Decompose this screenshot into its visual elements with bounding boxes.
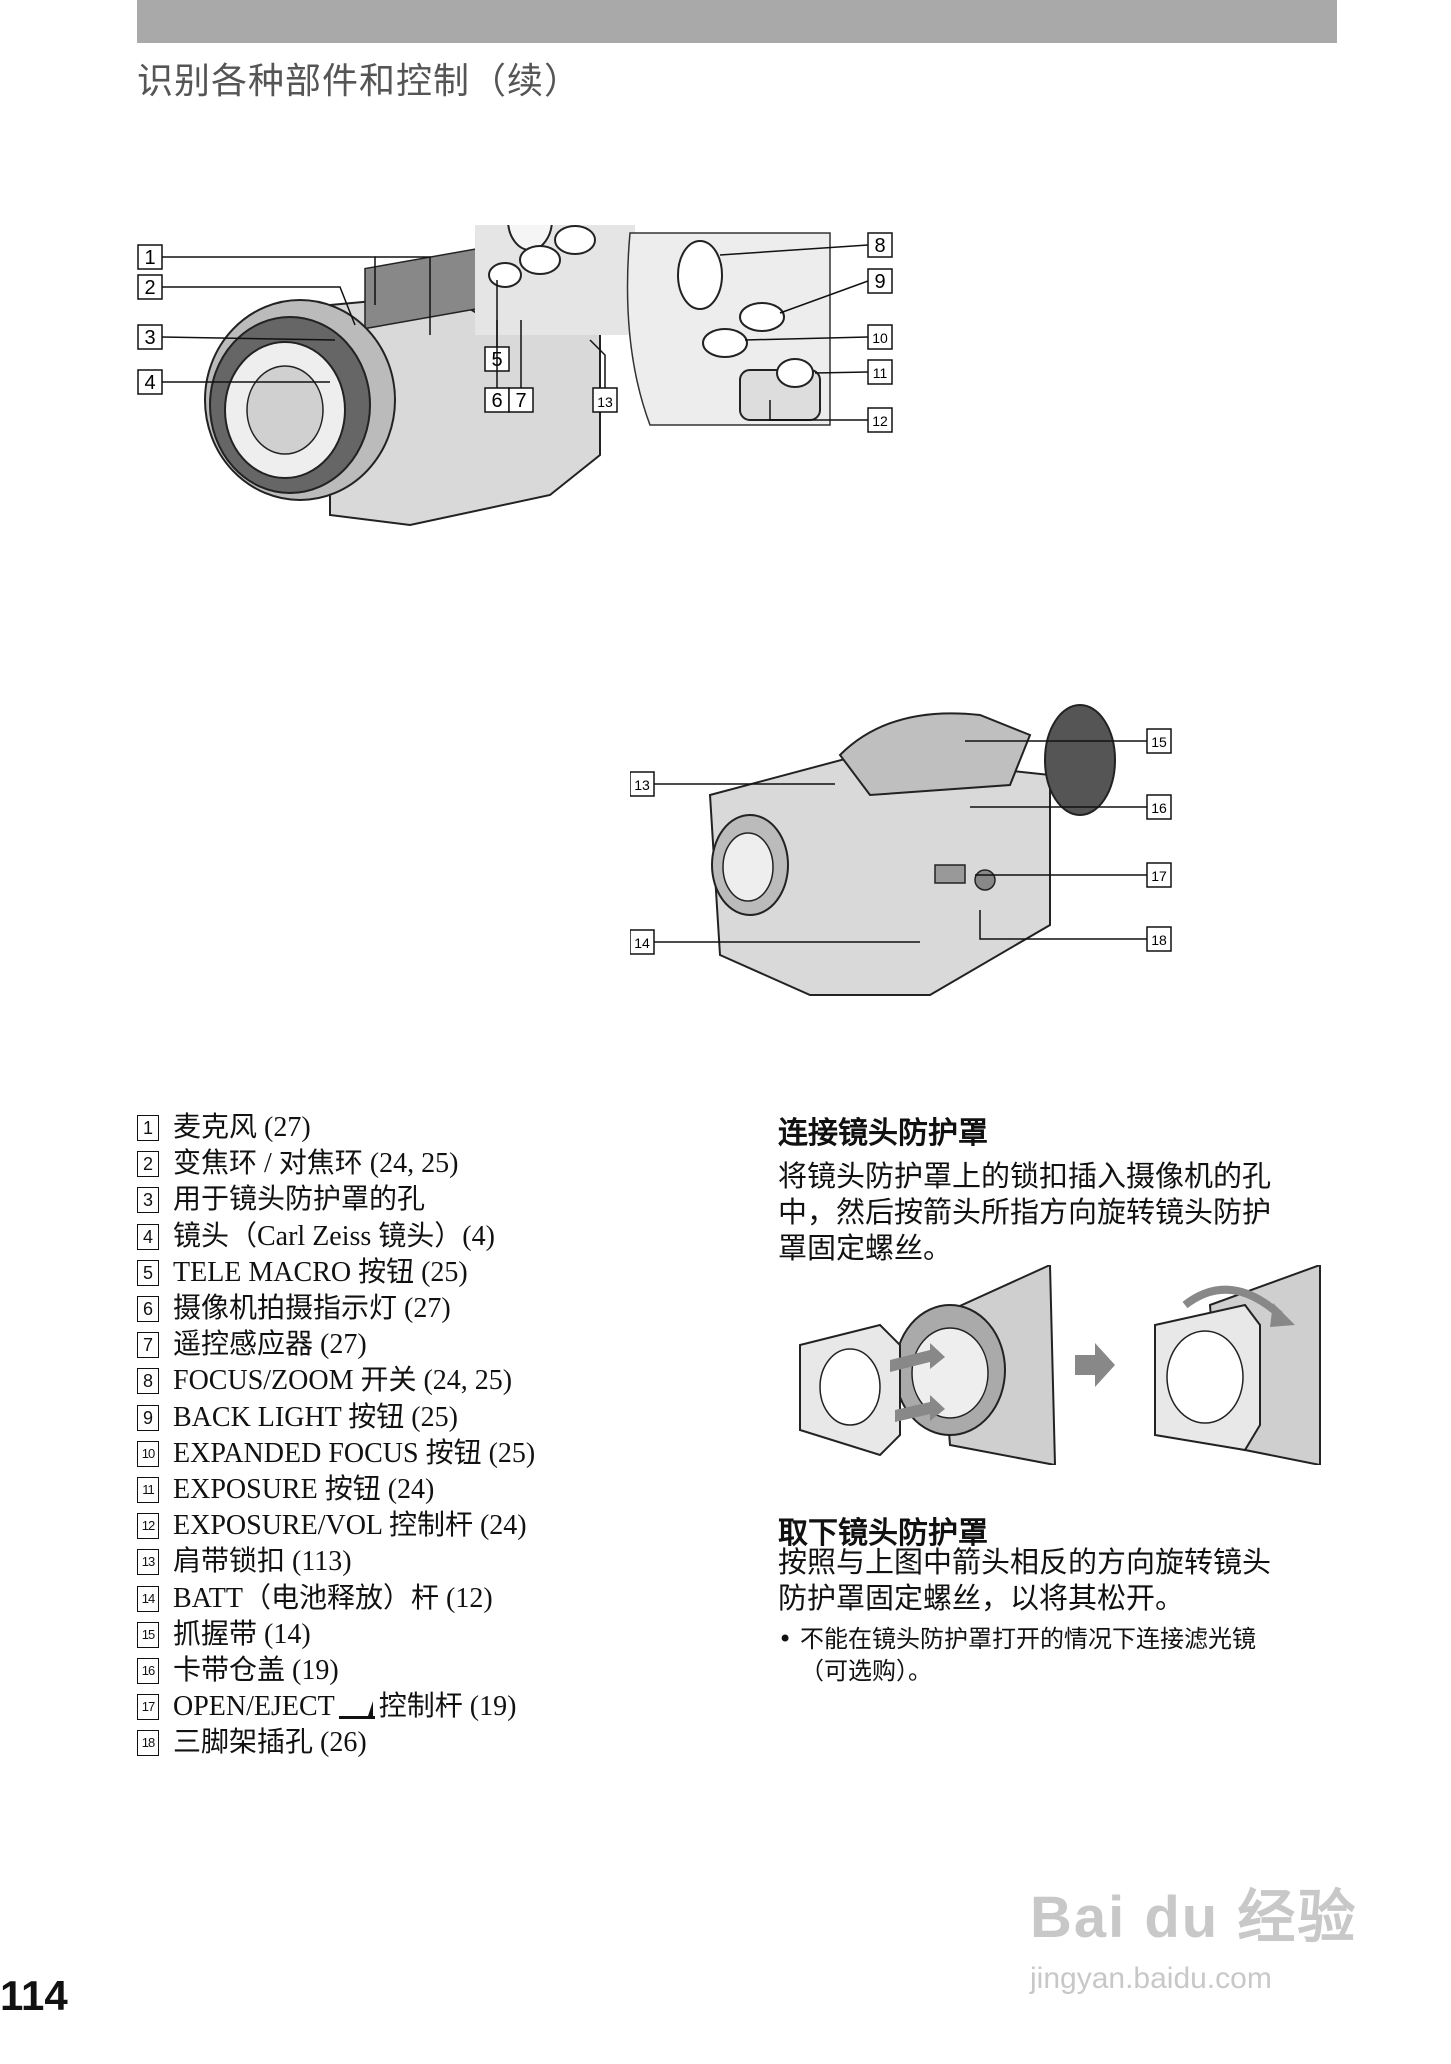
item-label: BATT（电池释放）杆 (12): [173, 1582, 493, 1614]
text-line: 中，然后按箭头所指方向旋转镜头防护: [778, 1195, 1272, 1229]
item-label: 抓握带 (14): [173, 1618, 311, 1650]
item-label: 三脚架插孔 (26): [173, 1727, 367, 1759]
item-label: OPEN/EJECT: [173, 1691, 335, 1723]
legend-item: 18 三脚架插孔 (26): [137, 1725, 737, 1761]
legend-item: 15 抓握带 (14): [137, 1617, 737, 1653]
item-label: EXPOSURE/VOL 控制杆 (24): [173, 1510, 527, 1542]
item-number: 9: [137, 1404, 159, 1431]
item-number: 5: [137, 1259, 159, 1286]
item-label: FOCUS/ZOOM 开关 (24, 25): [173, 1365, 513, 1397]
item-number: 8: [137, 1368, 159, 1395]
svg-text:13: 13: [634, 777, 650, 793]
item-number: 15: [137, 1621, 159, 1648]
legend-item: 17 OPEN/EJECT 控制杆 (19): [137, 1689, 737, 1725]
item-label: 摄像机拍摄指示灯 (27): [173, 1293, 451, 1325]
legend-item: 12 EXPOSURE/VOL 控制杆 (24): [137, 1508, 737, 1544]
legend-item: 11 EXPOSURE 按钮 (24): [137, 1472, 737, 1508]
text-line: 不能在镜头防护罩打开的情况下连接滤光镜: [800, 1625, 1256, 1653]
item-number: 17: [137, 1694, 159, 1721]
legend-item: 5 TELE MACRO 按钮 (25): [137, 1255, 737, 1291]
legend-item: 1 麦克风 (27): [137, 1110, 737, 1146]
item-label: 遥控感应器 (27): [173, 1329, 367, 1361]
item-label: 麦克风 (27): [173, 1112, 311, 1144]
item-number: 4: [137, 1223, 159, 1250]
legend-item: 10 EXPANDED FOCUS 按钮 (25): [137, 1436, 737, 1472]
legend-item: 2 变焦环 / 对焦环 (24, 25): [137, 1146, 737, 1182]
baidu-watermark: Bai du 经验 jingyan.baidu.com: [1030, 1870, 1357, 1996]
item-label: TELE MACRO 按钮 (25): [173, 1256, 468, 1288]
item-number: 7: [137, 1332, 159, 1359]
item-number: 12: [137, 1513, 159, 1540]
bullet-marker: •: [778, 1625, 793, 1653]
svg-text:4: 4: [144, 372, 155, 394]
camcorder-rear-illustration: [708, 704, 1116, 996]
item-label-suffix: 控制杆 (19): [378, 1691, 517, 1723]
svg-text:7: 7: [515, 390, 526, 412]
remove-heading: 取下镜头防护罩: [778, 1516, 988, 1551]
item-number: 2: [137, 1151, 159, 1178]
item-label: 用于镜头防护罩的孔: [173, 1184, 426, 1216]
legend-item: 3 用于镜头防护罩的孔: [137, 1182, 737, 1218]
svg-text:2: 2: [144, 277, 155, 299]
parts-legend: 1 麦克风 (27) 2 变焦环 / 对焦环 (24, 25) 3 用于镜头防护罩的孔…: [137, 1110, 737, 1761]
item-label: 卡带仓盖 (19): [173, 1654, 339, 1686]
attach-heading: 连接镜头防护罩: [778, 1116, 988, 1151]
item-number: 16: [137, 1657, 159, 1684]
svg-text:18: 18: [1151, 932, 1167, 948]
item-label: BACK LIGHT 按钮 (25): [173, 1401, 458, 1433]
legend-item: 13 肩带锁扣 (113): [137, 1544, 737, 1580]
page-number: 114: [0, 1972, 68, 2019]
svg-text:14: 14: [634, 935, 650, 951]
legend-item: 8 FOCUS/ZOOM 开关 (24, 25): [137, 1363, 737, 1399]
item-label: 肩带锁扣 (113): [173, 1546, 352, 1578]
svg-text:13: 13: [597, 394, 613, 410]
item-number: 10: [137, 1440, 159, 1467]
item-label: EXPANDED FOCUS 按钮 (25): [173, 1437, 536, 1469]
svg-text:3: 3: [144, 327, 155, 349]
svg-text:1: 1: [144, 247, 155, 269]
svg-text:12: 12: [872, 413, 888, 429]
page-title: 识别各种部件和控制（续）: [137, 61, 582, 102]
item-label: 镜头（Carl Zeiss 镜头）(4): [173, 1220, 495, 1252]
svg-text:6: 6: [491, 390, 502, 412]
rear-callouts: 13 14 15 16 17 18: [630, 728, 1172, 955]
controls-closeup-illustration: 8 9 10 11 12: [626, 232, 893, 433]
text-line: 罩固定螺丝。: [778, 1231, 953, 1265]
legend-item: 6 摄像机拍摄指示灯 (27): [137, 1291, 737, 1327]
item-label: 变焦环 / 对焦环 (24, 25): [173, 1148, 459, 1180]
legend-item: 4 镜头（Carl Zeiss 镜头）(4): [137, 1219, 737, 1255]
note: • 不能在镜头防护罩打开的情况下连接滤光镜 （可选购）。: [778, 1623, 1338, 1687]
item-number: 13: [137, 1549, 159, 1576]
item-number: 1: [137, 1115, 159, 1142]
text-line: 防护罩固定螺丝，以将其松开。: [778, 1581, 1185, 1615]
svg-text:11: 11: [873, 365, 888, 381]
item-number: 14: [137, 1585, 159, 1612]
svg-text:16: 16: [1151, 800, 1167, 816]
legend-item: 16 卡带仓盖 (19): [137, 1653, 737, 1689]
legend-item: 7 遥控感应器 (27): [137, 1327, 737, 1363]
legend-item: 9 BACK LIGHT 按钮 (25): [137, 1400, 737, 1436]
text-line: 将镜头防护罩上的锁扣插入摄像机的孔: [778, 1159, 1272, 1193]
remove-instructions: 按照与上图中箭头相反的方向旋转镜头 防护罩固定螺丝，以将其松开。: [778, 1544, 1338, 1616]
text-line: 按照与上图中箭头相反的方向旋转镜头: [778, 1545, 1272, 1579]
eject-lever-icon: [338, 1696, 375, 1719]
svg-text:10: 10: [872, 330, 888, 346]
item-number: 18: [137, 1730, 159, 1757]
svg-text:8: 8: [874, 235, 885, 257]
header-bar: [137, 0, 1337, 43]
text-line: （可选购）。: [800, 1657, 932, 1685]
item-number: 11: [137, 1476, 159, 1503]
item-number: 6: [137, 1296, 159, 1323]
legend-item: 14 BATT（电池释放）杆 (12): [137, 1580, 737, 1616]
camcorder-front-illustration: 1 2 3 4 5 6 7 13: [137, 225, 635, 527]
attach-instructions: 将镜头防护罩上的锁扣插入摄像机的孔 中，然后按箭头所指方向旋转镜头防护 罩固定螺…: [778, 1158, 1338, 1266]
watermark-brand: Bai du 经验: [1030, 1885, 1358, 1950]
svg-text:9: 9: [874, 271, 885, 293]
svg-text:17: 17: [1151, 868, 1167, 884]
svg-text:15: 15: [1151, 734, 1167, 750]
watermark-url: jingyan.baidu.com: [1030, 1962, 1272, 1995]
item-label: EXPOSURE 按钮 (24): [173, 1473, 435, 1505]
item-number: 3: [137, 1187, 159, 1214]
lens-hood-illustration: [799, 1265, 1321, 1465]
